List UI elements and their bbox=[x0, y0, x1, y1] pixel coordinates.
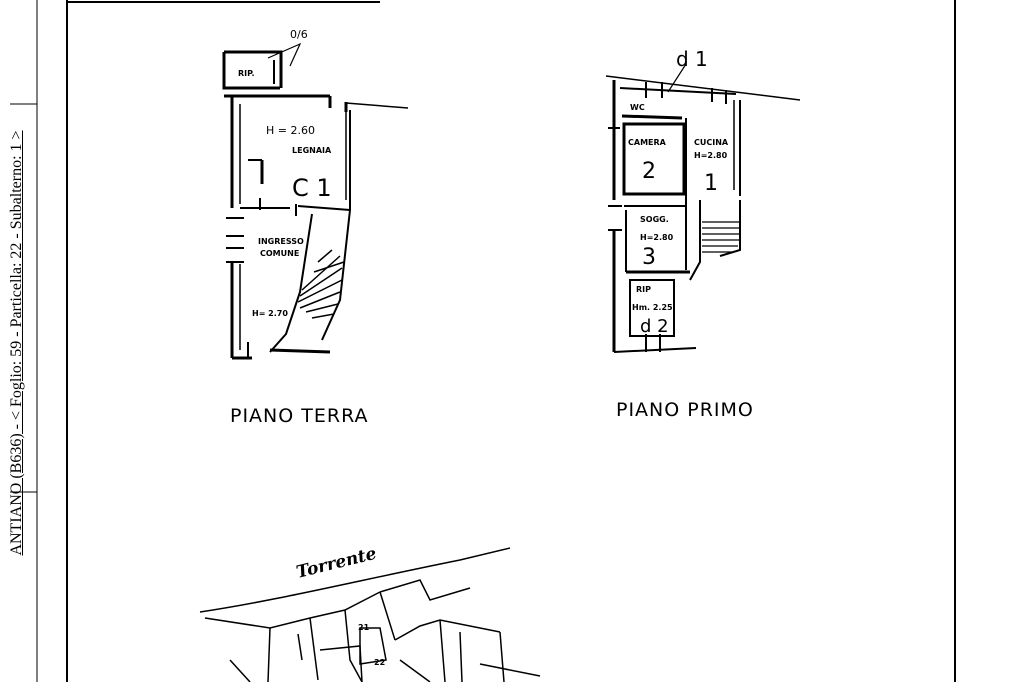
ff-num-2: 2 bbox=[642, 159, 656, 184]
ff-soggiorno: SOGG. bbox=[640, 215, 669, 224]
ff-rip: RIP bbox=[636, 285, 651, 294]
ff-title: PIANO PRIMO bbox=[616, 399, 754, 421]
ff-height-sogg: H=2.80 bbox=[640, 233, 674, 242]
ff-height-cucina: H=2.80 bbox=[694, 151, 728, 160]
first-floor-labels: d 1 WC CAMERA CUCINA H=2.80 2 1 SOGG. H=… bbox=[616, 47, 754, 421]
location-map bbox=[199, 547, 541, 682]
first-floor-plan bbox=[605, 63, 801, 353]
ff-height-rip: Hm. 2.25 bbox=[632, 303, 673, 312]
ff-mark-d1: d 1 bbox=[676, 47, 708, 71]
ff-camera: CAMERA bbox=[628, 138, 667, 147]
gf-height-top: H = 2.60 bbox=[266, 124, 315, 137]
ground-floor-labels: RIP. 0/6 H = 2.60 LEGNAIA C 1 INGRESSO C… bbox=[230, 28, 369, 427]
ff-mark-d2: d 2 bbox=[640, 316, 669, 337]
map-parcel-21: 21 bbox=[358, 623, 370, 632]
gf-height-bottom: H= 2.70 bbox=[252, 309, 288, 318]
map-river-label: Torrente bbox=[294, 544, 378, 583]
page-frame bbox=[10, 0, 956, 682]
gf-ingresso-1: INGRESSO bbox=[258, 237, 304, 246]
ff-num-1: 1 bbox=[704, 171, 718, 196]
gf-room-rip: RIP. bbox=[238, 69, 255, 78]
gf-c1: C 1 bbox=[292, 174, 332, 202]
gf-ingresso-2: COMUNE bbox=[260, 249, 299, 258]
ff-wc: WC bbox=[630, 103, 645, 112]
ground-floor-plan bbox=[222, 42, 409, 360]
gf-legnaia: LEGNAIA bbox=[292, 146, 332, 155]
ff-cucina: CUCINA bbox=[694, 138, 729, 147]
ff-num-3: 3 bbox=[642, 245, 656, 270]
gf-mark-ob: 0/6 bbox=[290, 28, 308, 41]
gf-title: PIANO TERRA bbox=[230, 405, 369, 427]
map-parcel-22: 22 bbox=[374, 658, 385, 667]
